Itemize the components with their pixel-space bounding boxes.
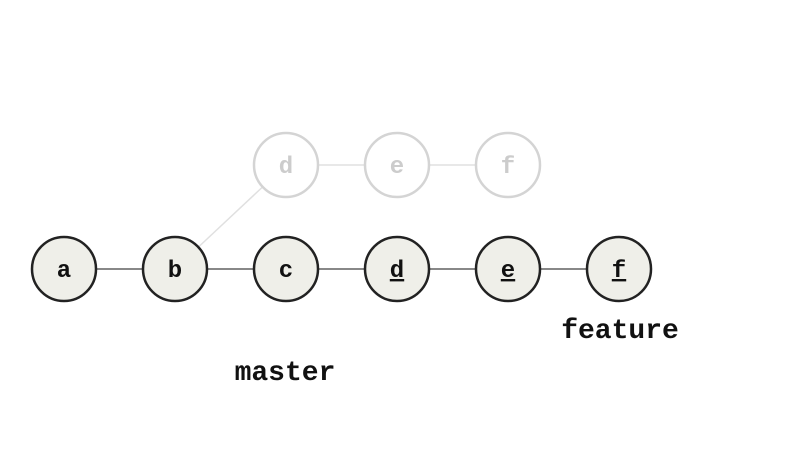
commit-d: d — [363, 235, 431, 303]
commit-e: e — [474, 235, 542, 303]
commit-circle — [141, 235, 209, 303]
ghost-commit-e: e — [363, 131, 431, 199]
commit-a: a — [30, 235, 98, 303]
commit-f: f — [585, 235, 653, 303]
ghost-branch-edge — [197, 186, 264, 248]
commit-label: d — [390, 258, 404, 285]
commit-b: b — [141, 235, 209, 303]
commit-circle — [585, 235, 653, 303]
commit-circle — [474, 235, 542, 303]
commit-label: a — [57, 258, 71, 285]
commit-label: e — [501, 258, 515, 285]
commit-label: c — [279, 258, 293, 285]
commit-c: c — [252, 235, 320, 303]
ghost-commit-f: f — [474, 131, 542, 199]
ghost-commit-circle — [474, 131, 542, 199]
commit-circle — [30, 235, 98, 303]
commit-label: b — [168, 258, 182, 285]
commit-edges — [96, 164, 587, 270]
ghost-commit-d: d — [252, 131, 320, 199]
ghost-commit-circle — [252, 131, 320, 199]
branch-label-master: master — [235, 358, 336, 389]
commit-circle — [363, 235, 431, 303]
ghost-commit-label: d — [279, 154, 293, 181]
ghost-commit-label: e — [390, 154, 404, 181]
commit-circle — [252, 235, 320, 303]
ghost-commit-label: f — [501, 154, 515, 181]
commit-nodes: d e f a b c d e f — [30, 131, 653, 303]
ghost-commit-circle — [363, 131, 431, 199]
branch-labels: master feature — [235, 316, 679, 389]
commit-label: f — [612, 258, 626, 285]
branch-label-feature: feature — [561, 316, 679, 347]
